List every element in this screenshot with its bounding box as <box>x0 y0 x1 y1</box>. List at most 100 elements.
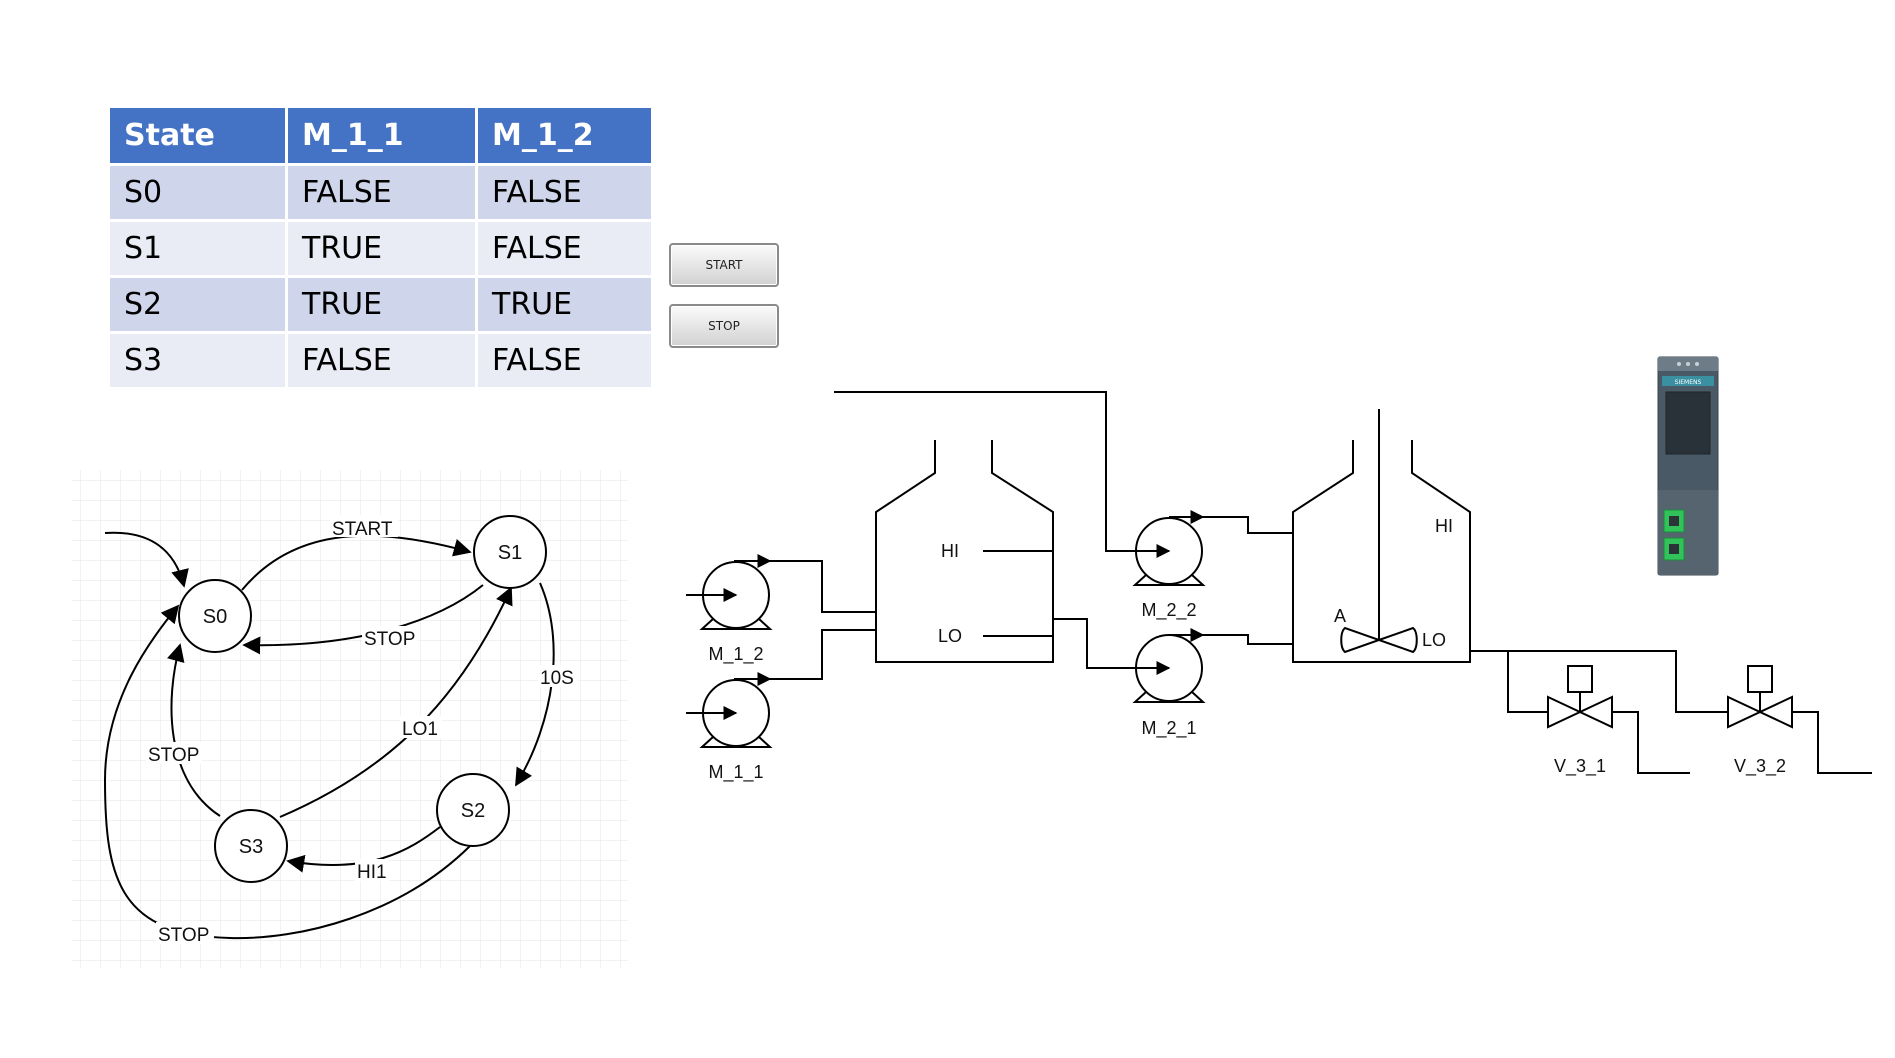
pipe-top-feed <box>834 391 1150 552</box>
agitator-blade-right-icon <box>1375 626 1418 654</box>
pump-m21-base <box>1132 691 1206 703</box>
valve-v31-label: V_3_1 <box>1554 756 1606 777</box>
label-bg-hi1 <box>355 859 389 881</box>
label-bg-stop-s2s0 <box>156 922 214 944</box>
table-row: S3 FALSE FALSE <box>107 331 654 390</box>
header-m12: M_1_2 <box>475 105 654 166</box>
plc-brand-strip <box>1662 376 1714 386</box>
arrow-s1-s0 <box>242 584 484 655</box>
label-stop-s1s0: STOP <box>364 629 415 650</box>
label-bg-stop-s1s0 <box>362 626 418 648</box>
initial-arrow <box>104 531 189 588</box>
state-s2-label: S2 <box>461 800 485 822</box>
state-s1-label: S1 <box>498 542 522 564</box>
table-row: S2 TRUE TRUE <box>107 275 654 334</box>
plc-brand-label: SIEMENS <box>1675 379 1702 386</box>
start-button[interactable]: START <box>669 243 779 287</box>
pump-m12-base <box>699 618 773 630</box>
pump-m11-casing <box>702 679 770 747</box>
state-s0-label: S0 <box>203 606 227 628</box>
cell-m12: FALSE <box>475 163 654 222</box>
tank-2-body <box>1292 440 1471 663</box>
arrow-s2-s3 <box>286 826 441 873</box>
state-s1 <box>473 515 547 589</box>
tank-2 <box>1292 409 1471 663</box>
cell-m11: TRUE <box>285 275 478 334</box>
pump-m11-icon <box>699 672 773 748</box>
label-bg-10s <box>538 665 578 687</box>
arrow-s3-s1 <box>279 586 513 818</box>
label-stop-s3s0: STOP <box>148 745 199 766</box>
cell-m12: FALSE <box>475 331 654 390</box>
arrow-s3-s0 <box>167 643 221 817</box>
table-row: S0 FALSE FALSE <box>107 163 654 222</box>
plc-led <box>1677 362 1681 366</box>
valve-v31-body <box>1547 695 1613 729</box>
grid-background <box>72 470 628 968</box>
plc-lower-panel <box>1658 490 1718 575</box>
label-bg-stop-s3s0 <box>146 742 202 764</box>
label-bg-start <box>330 515 398 537</box>
label-lo1: LO1 <box>402 719 438 740</box>
pumps <box>699 510 1206 748</box>
pump-m22-casing <box>1135 517 1203 585</box>
pump-m11-base <box>699 736 773 748</box>
pipe-after-v31 <box>1580 711 1690 774</box>
agitator-label: A <box>1334 606 1346 626</box>
arrow-s2-s0 <box>103 604 471 940</box>
table-row: S1 TRUE FALSE <box>107 219 654 278</box>
valve-v32-body <box>1727 695 1793 729</box>
state-s3-label: S3 <box>239 836 263 858</box>
arrow-s1-s2 <box>515 582 555 787</box>
cell-state: S0 <box>107 163 288 222</box>
valve-v31-actuator <box>1567 665 1593 693</box>
plc-led <box>1686 362 1690 366</box>
header-state: State <box>107 105 288 166</box>
plc-port-jack <box>1669 544 1679 554</box>
pump-m21-casing <box>1135 634 1203 702</box>
tank-1-body <box>875 440 1054 663</box>
plc-body <box>1657 356 1719 576</box>
pump-m21-label: M_2_1 <box>1141 718 1196 739</box>
stop-button[interactable]: STOP <box>669 304 779 348</box>
plc-top-cap <box>1658 357 1718 371</box>
cell-m11: FALSE <box>285 331 478 390</box>
transition-arrows <box>103 531 555 940</box>
pump-m11-label: M_1_1 <box>708 762 763 783</box>
cell-m12: TRUE <box>475 275 654 334</box>
piping <box>686 391 1872 774</box>
state-s2 <box>436 773 510 847</box>
label-backgrounds <box>146 515 578 944</box>
valve-v31-icon <box>1547 665 1613 729</box>
pump-inlet-arrows <box>704 544 1171 720</box>
cell-state: S2 <box>107 275 288 334</box>
plc-display <box>1665 391 1711 455</box>
pump-m22-base <box>1132 574 1206 586</box>
plc-ethernet-port-1-icon <box>1663 509 1685 533</box>
pipe-m12-tank1 <box>734 560 876 613</box>
pipe-after-v32 <box>1762 711 1872 774</box>
cell-state: S1 <box>107 219 288 278</box>
tank-2-hi-label: HI <box>1435 516 1453 536</box>
pump-m12-label: M_1_2 <box>708 644 763 665</box>
label-start: START <box>332 519 393 540</box>
pipe-m11-tank1 <box>734 629 876 680</box>
tank-1 <box>875 440 1054 663</box>
pipe-m21-tank2 <box>1202 634 1293 645</box>
pump-m12-icon <box>699 554 773 630</box>
plc-module-icon: SIEMENS <box>1657 356 1719 576</box>
pipe-outlet-header <box>1470 650 1728 713</box>
state-s3 <box>214 809 288 883</box>
pipe-tank1-m21 <box>1053 618 1150 669</box>
pump-m22-label: M_2_2 <box>1141 600 1196 621</box>
agitator-blade-left-icon <box>1340 626 1383 654</box>
plc-port-jack <box>1669 516 1679 526</box>
label-stop-s2s0: STOP <box>158 925 209 946</box>
cell-state: S3 <box>107 331 288 390</box>
cell-m11: TRUE <box>285 219 478 278</box>
valve-v32-actuator <box>1747 665 1773 693</box>
state-table: State M_1_1 M_1_2 S0 FALSE FALSE S1 TRUE… <box>107 105 654 390</box>
valve-v32-icon <box>1727 665 1793 729</box>
plc-ethernet-port-2-icon <box>1663 537 1685 561</box>
header-m11: M_1_1 <box>285 105 478 166</box>
